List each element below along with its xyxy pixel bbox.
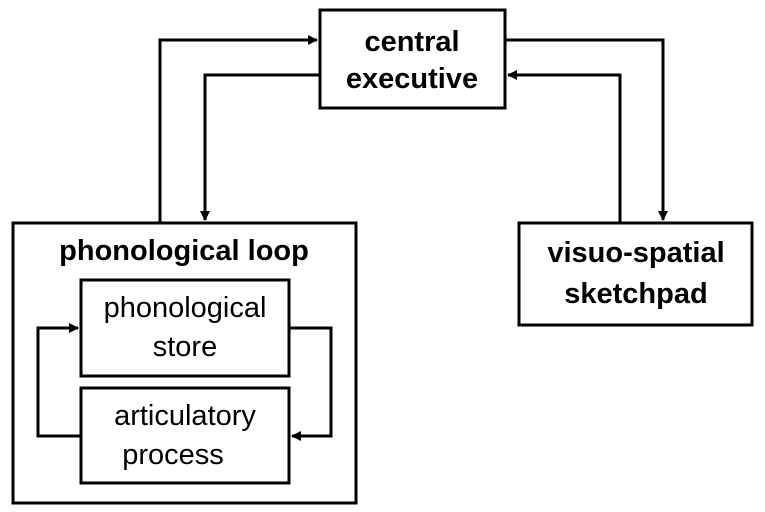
visuo-spatial-sketchpad-box: visuo-spatial sketchpad	[517, 221, 754, 327]
arrow-sketchpad-to-executive	[507, 70, 622, 223]
sketchpad-label-line1: visuo-spatial	[547, 237, 724, 269]
phonological-store-box: phonological store	[79, 278, 291, 378]
arrow-articulatory-to-store	[36, 323, 81, 438]
sketchpad-label-line2: sketchpad	[564, 278, 707, 310]
arrow-executive-to-sketchpad	[505, 38, 668, 221]
phonological-store-label-line1: phonological	[104, 292, 267, 324]
articulatory-process-box: articulatory process	[79, 386, 291, 485]
articulatory-process-label-line2: process	[122, 439, 224, 471]
arrow-store-to-articulatory	[289, 326, 333, 441]
arrow-loop-to-executive	[158, 35, 318, 223]
articulatory-process-label-line1: articulatory	[114, 400, 256, 432]
phonological-loop-title: phonological loop	[59, 235, 309, 267]
central-executive-box: central executive	[318, 8, 507, 110]
phonological-store-label-line2: store	[153, 331, 217, 363]
central-executive-label-line1: central	[364, 26, 459, 58]
central-executive-label-line2: executive	[346, 63, 478, 95]
arrow-executive-to-loop	[200, 73, 320, 221]
